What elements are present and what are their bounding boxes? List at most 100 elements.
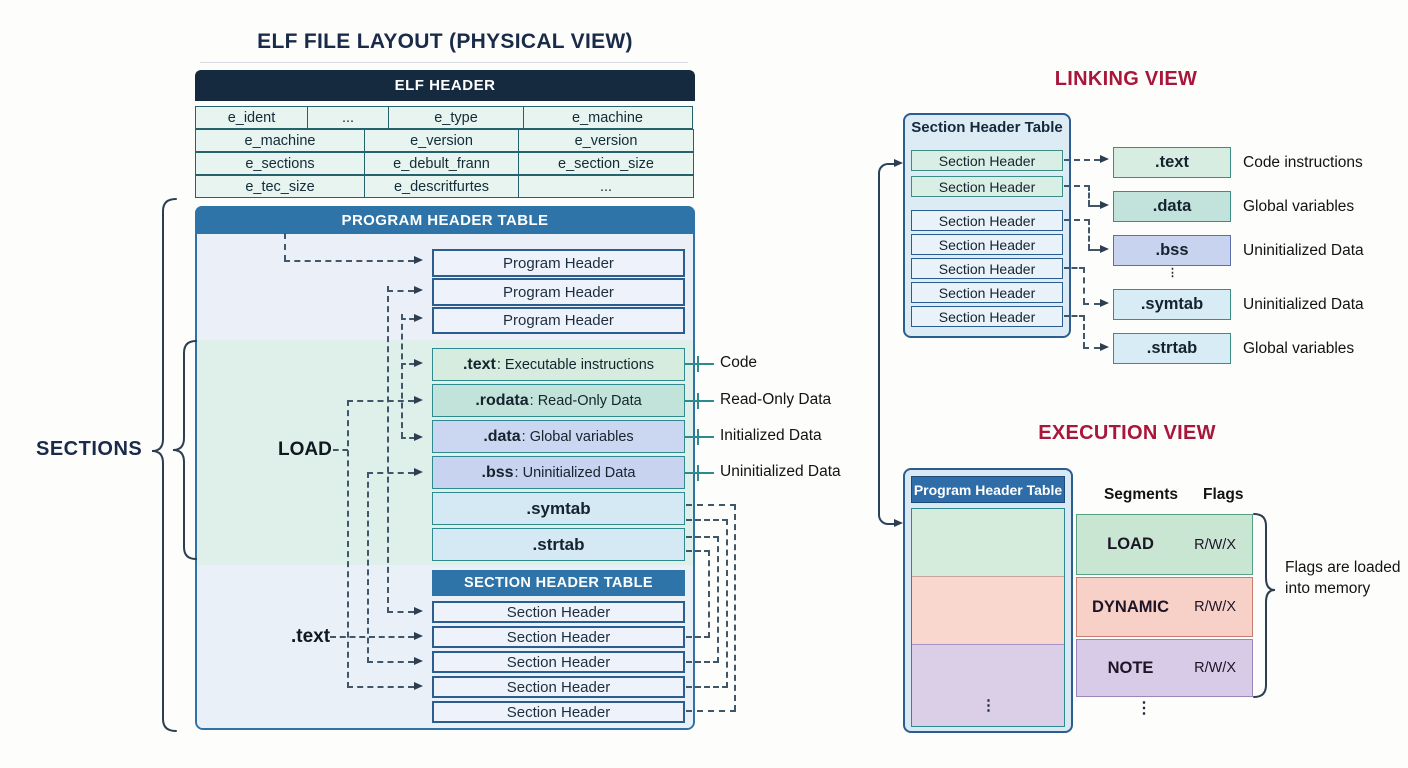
- connector-dashed: [686, 550, 710, 552]
- program-header-table-title: PROGRAM HEADER TABLE: [195, 206, 695, 234]
- arrowhead-icon: [414, 314, 423, 322]
- segment-row-note: NOTE R/W/X: [1076, 639, 1253, 697]
- arrowhead-icon: [414, 286, 423, 294]
- connector-dashed: [734, 504, 736, 711]
- elf-header-row: e_machine e_version e_version: [195, 129, 694, 152]
- connector-dashed: [387, 286, 389, 613]
- ellipsis-vertical-icon: ⋮: [1167, 267, 1178, 279]
- sections-brace-icon: [151, 198, 197, 732]
- elf-field: e_version: [518, 129, 694, 152]
- connector-dashed: [367, 472, 414, 474]
- linking-section-header-row: Section Header: [911, 210, 1063, 231]
- section-header-row: Section Header: [432, 651, 685, 673]
- arrowhead-icon: [1100, 245, 1109, 253]
- connector-dashed: [717, 536, 719, 663]
- arrowhead-icon: [1100, 343, 1109, 351]
- arrowhead-icon: [1100, 299, 1109, 307]
- connector-dashed: [347, 686, 414, 688]
- linking-item-text: .text: [1113, 147, 1231, 178]
- connector-dashed: [1083, 347, 1100, 349]
- section-header-table-title: SECTION HEADER TABLE: [432, 570, 685, 596]
- program-header-row: Program Header: [432, 249, 685, 277]
- side-label-rodata: Read-Only Data: [720, 391, 832, 408]
- linking-item-symtab: .symtab: [1113, 289, 1231, 320]
- arrowhead-icon: [894, 519, 903, 527]
- connector-dashed: [686, 504, 736, 506]
- segment-row-load: LOAD R/W/X: [1076, 514, 1253, 575]
- physical-view-title: ELF FILE LAYOUT (PHYSICAL VIEW): [257, 30, 633, 53]
- elf-field: e_sections: [195, 152, 365, 175]
- linking-item-desc: Uninitialized Data: [1243, 242, 1364, 259]
- title-divider: [200, 62, 688, 63]
- arrowhead-icon: [414, 468, 423, 476]
- connector-dashed: [333, 449, 348, 451]
- connector-dashed: [1064, 159, 1100, 161]
- connector-dashed: [686, 519, 728, 521]
- arrowhead-icon: [1100, 155, 1109, 163]
- section-strtab: .strtab: [432, 528, 685, 561]
- arrowhead-icon: [414, 632, 423, 640]
- connector-dashed: [1064, 315, 1085, 317]
- execution-segment-bands: [911, 508, 1065, 727]
- connector-dashed: [726, 519, 728, 688]
- linking-section-header-row: Section Header: [911, 150, 1063, 171]
- section-rodata: .rodata : Read-Only Data: [432, 384, 685, 417]
- connector-dashed: [686, 686, 728, 688]
- segment-row-dynamic: DYNAMIC R/W/X: [1076, 577, 1253, 637]
- elf-field: ...: [306, 106, 390, 129]
- side-label-uninitialized: Uninitialized Data: [720, 463, 841, 480]
- connector-dashed: [1083, 315, 1085, 348]
- program-header-row: Program Header: [432, 307, 685, 334]
- connector-dashed: [1088, 249, 1100, 251]
- tick-line: [684, 400, 714, 402]
- connector-dashed: [347, 400, 349, 688]
- arrowhead-icon: [1100, 201, 1109, 209]
- linking-section-header-row: Section Header: [911, 258, 1063, 279]
- elf-header-row: e_sections e_debult_frann e_section_size: [195, 152, 694, 175]
- connector-dashed: [708, 550, 710, 638]
- linking-section-header-row: Section Header: [911, 176, 1063, 197]
- elf-field: ...: [518, 175, 694, 198]
- elf-header-title: ELF HEADER: [195, 70, 695, 101]
- section-text: .text : Executable instructions: [432, 348, 685, 381]
- elf-header-row: e_ident ... e_type e_machine: [195, 106, 693, 129]
- side-label-code: Code: [720, 354, 758, 371]
- tick-line: [684, 363, 714, 365]
- connector-dashed: [1064, 219, 1090, 221]
- arrowhead-icon: [894, 159, 903, 167]
- linking-section-header-row: Section Header: [911, 234, 1063, 255]
- connector-solid: [878, 163, 898, 525]
- connector-dashed: [401, 318, 414, 320]
- connector-dashed: [1088, 219, 1090, 250]
- flags-brace-icon: [1253, 513, 1276, 698]
- elf-field: e_type: [388, 106, 524, 129]
- connector-dashed: [367, 661, 414, 663]
- sections-label: SECTIONS: [36, 438, 143, 460]
- connector-dashed: [686, 710, 736, 712]
- connector-dashed: [401, 437, 414, 439]
- arrowhead-icon: [414, 607, 423, 615]
- arrowhead-icon: [414, 396, 423, 404]
- segments-column-header: Segments: [1103, 486, 1179, 503]
- elf-field: e_descritfurtes: [363, 175, 520, 198]
- linking-item-desc: Global variables: [1243, 198, 1355, 215]
- tick-line: [697, 429, 699, 445]
- band-note: [912, 644, 1064, 726]
- section-header-row: Section Header: [432, 626, 685, 648]
- tick-line: [684, 436, 714, 438]
- elf-field: e_section_size: [518, 152, 694, 175]
- arrowhead-icon: [414, 657, 423, 665]
- connector-dashed: [347, 400, 414, 402]
- linking-section-header-row: Section Header: [911, 306, 1063, 327]
- section-header-row: Section Header: [432, 676, 685, 698]
- connector-dashed: [387, 611, 414, 613]
- connector-dashed: [401, 363, 414, 365]
- arrowhead-icon: [414, 682, 423, 690]
- program-header-row: Program Header: [432, 278, 685, 306]
- linking-view-title: LINKING VIEW: [1054, 68, 1198, 90]
- linking-section-header-row: Section Header: [911, 282, 1063, 303]
- connector-dashed: [367, 472, 369, 663]
- load-segment-label: LOAD: [278, 439, 332, 460]
- section-bss: .bss : Uninitialized Data: [432, 456, 685, 489]
- connector-dashed: [1088, 205, 1100, 207]
